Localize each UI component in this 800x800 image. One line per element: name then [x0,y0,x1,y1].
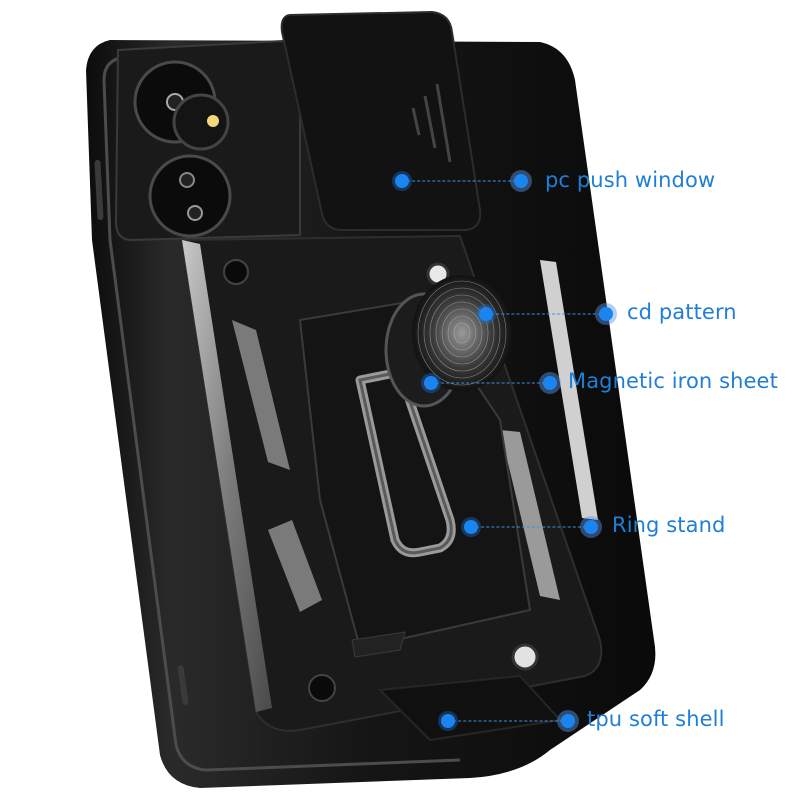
callout-label: Magnetic iron sheet [568,369,778,393]
camera-slide-cover [280,10,482,231]
marker-dot-icon [424,376,438,390]
marker-dot-icon [479,307,493,321]
marker-dot-icon [395,174,409,188]
leader-line [402,180,521,182]
leader-line [486,313,606,315]
magnetic-cd-mount [384,275,512,408]
marker-dot-icon [561,714,575,728]
leader-line [431,382,550,384]
marker-dot-icon [464,520,478,534]
callout-label: cd pattern [627,300,737,324]
marker-dot-icon [599,307,613,321]
ring-stand-shape [355,367,456,558]
marker-dot-icon [543,376,557,390]
callout-label: Ring stand [612,513,726,537]
marker-dot-icon [584,520,598,534]
marker-dot-icon [441,714,455,728]
callout-label: pc push window [545,168,716,192]
leader-line [448,720,568,722]
callout-label: tpu soft shell [587,707,725,731]
marker-dot-icon [514,174,528,188]
leader-line [471,526,591,528]
camera-module [114,38,301,242]
